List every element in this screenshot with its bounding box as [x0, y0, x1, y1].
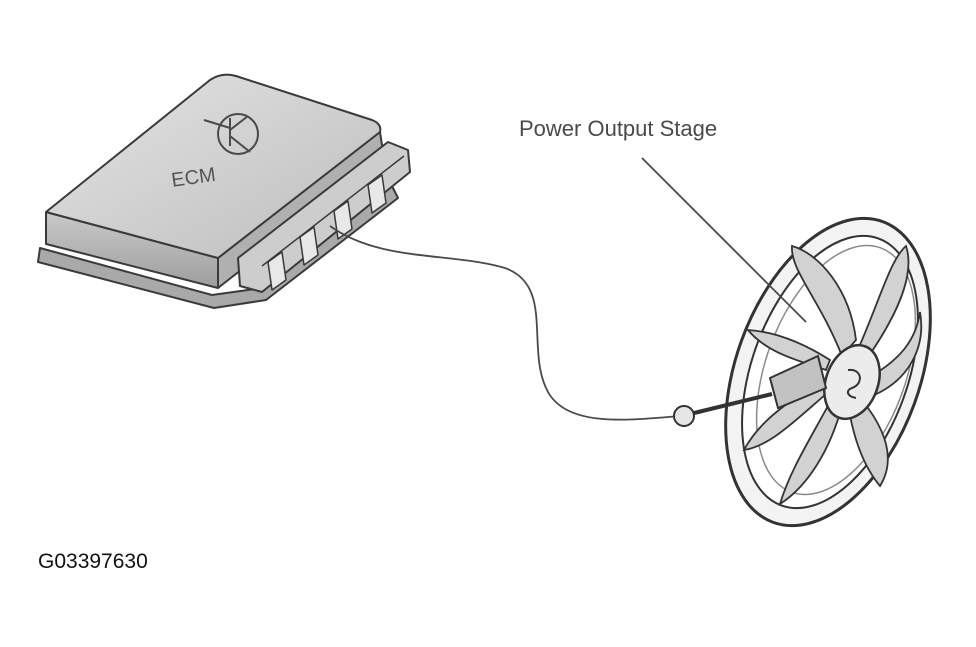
- ecm-connector-slot: [299, 226, 319, 266]
- fan-blade: [846, 398, 889, 488]
- fan-hub-mark: [846, 368, 861, 399]
- fan-blade: [791, 244, 857, 358]
- ecm-module: [37, 73, 411, 309]
- callout-leader: [641, 157, 807, 323]
- ecm-connector-slot: [367, 174, 387, 214]
- fan-connector: [673, 405, 695, 427]
- fan-blade: [854, 244, 910, 362]
- power-output-stage: [768, 354, 828, 410]
- figure-id: G03397630: [38, 550, 148, 573]
- fan-hub: [823, 343, 881, 421]
- ecm-base-flange: [37, 185, 399, 309]
- ecm-top-face: [45, 73, 382, 259]
- fan-blade: [778, 400, 844, 507]
- fan-blade: [866, 311, 922, 398]
- transistor-icon: [203, 113, 259, 155]
- cooling-fan: [673, 216, 932, 528]
- ecm-connector-slot: [267, 251, 287, 291]
- connection-wire: [329, 225, 681, 421]
- power-output-stage-label: Power Output Stage: [519, 116, 718, 141]
